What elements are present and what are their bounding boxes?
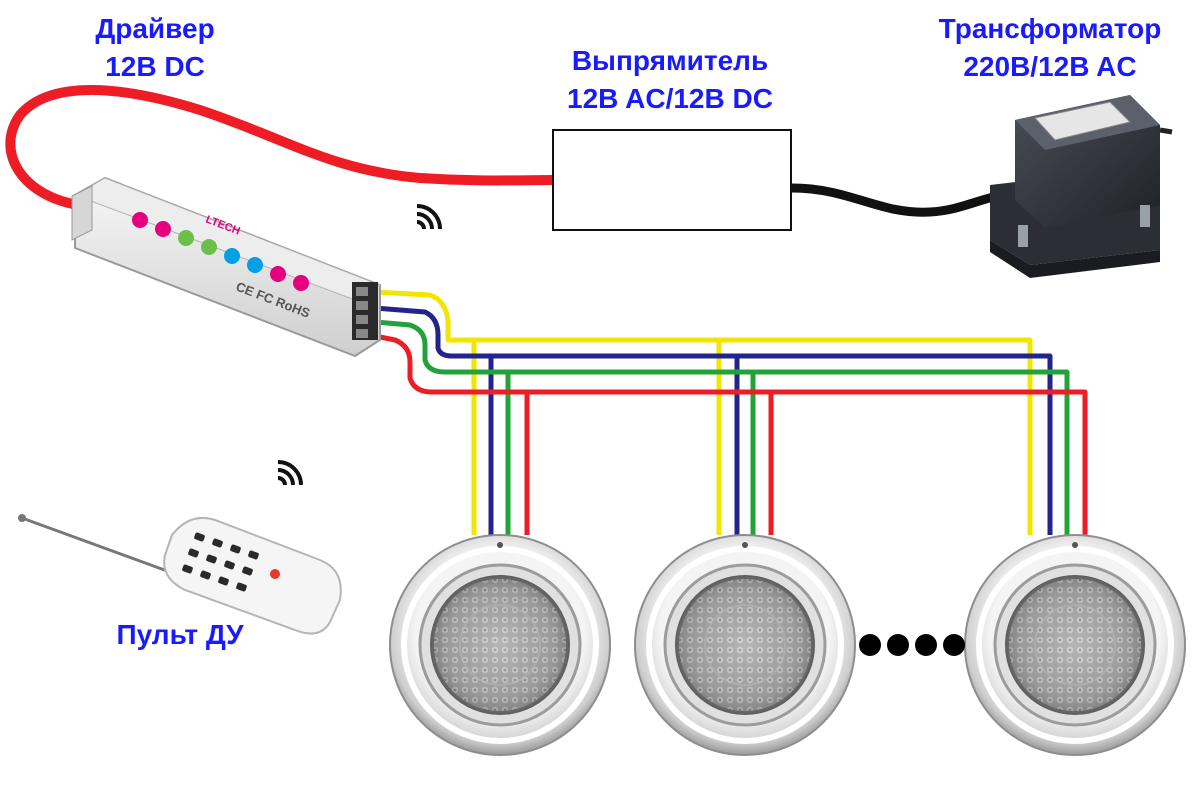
wire-yellow xyxy=(374,289,1033,535)
power-cable-dc xyxy=(5,85,557,210)
wire-green xyxy=(374,319,1070,535)
pool-lamp xyxy=(635,535,855,755)
ellipsis-dots-icon xyxy=(859,634,965,656)
power-cable-ac xyxy=(787,183,1015,217)
transformer-label-line1: Трансформатор xyxy=(938,13,1162,44)
rectifier-label: Выпрямитель 12B AC/12B DC xyxy=(520,42,820,118)
remote-control xyxy=(18,514,342,635)
wire-blue xyxy=(374,305,1053,535)
driver-label-line2: 12B DC xyxy=(105,51,205,82)
rectifier-box xyxy=(552,129,792,231)
driver-controller: LTECH CE FC RoHS xyxy=(71,176,382,358)
wifi-signal-icon xyxy=(415,204,442,231)
remote-label-text: Пульт ДУ xyxy=(116,619,244,650)
rectifier-label-line2: 12B AC/12B DC xyxy=(567,83,773,114)
wifi-signal-icon xyxy=(276,460,303,487)
transformer-label: Трансформатор 220B/12B AC xyxy=(915,10,1185,86)
pool-lamp xyxy=(965,535,1185,755)
bus-wires xyxy=(374,289,1088,535)
transformer-image xyxy=(990,95,1173,278)
driver-label-line1: Драйвер xyxy=(95,13,215,44)
wire-red xyxy=(374,333,1088,535)
transformer-label-line2: 220B/12B AC xyxy=(963,51,1137,82)
driver-label: Драйвер 12B DC xyxy=(55,10,255,86)
remote-label: Пульт ДУ xyxy=(95,616,265,654)
rectifier-label-line1: Выпрямитель xyxy=(571,45,769,76)
pool-lamp xyxy=(390,535,610,755)
